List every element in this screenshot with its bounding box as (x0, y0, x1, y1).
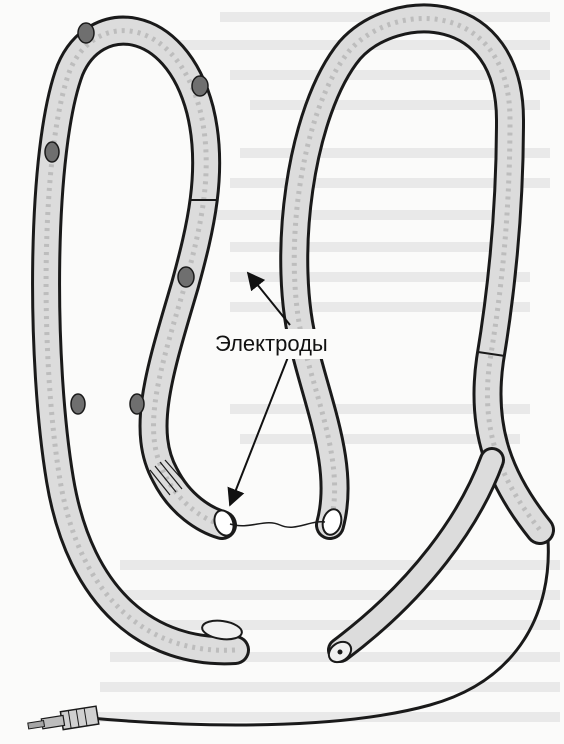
electrode-band (45, 142, 59, 162)
connection-wire (230, 522, 325, 527)
electrode-band (130, 394, 144, 414)
callout-arrow-lower (230, 352, 290, 505)
electrode-band (178, 267, 194, 287)
electrode-band (192, 76, 208, 96)
jack-connector (27, 706, 99, 735)
electrode-band (71, 394, 85, 414)
electrodes-label: Электроды (211, 329, 332, 359)
electrode-band (78, 23, 94, 43)
